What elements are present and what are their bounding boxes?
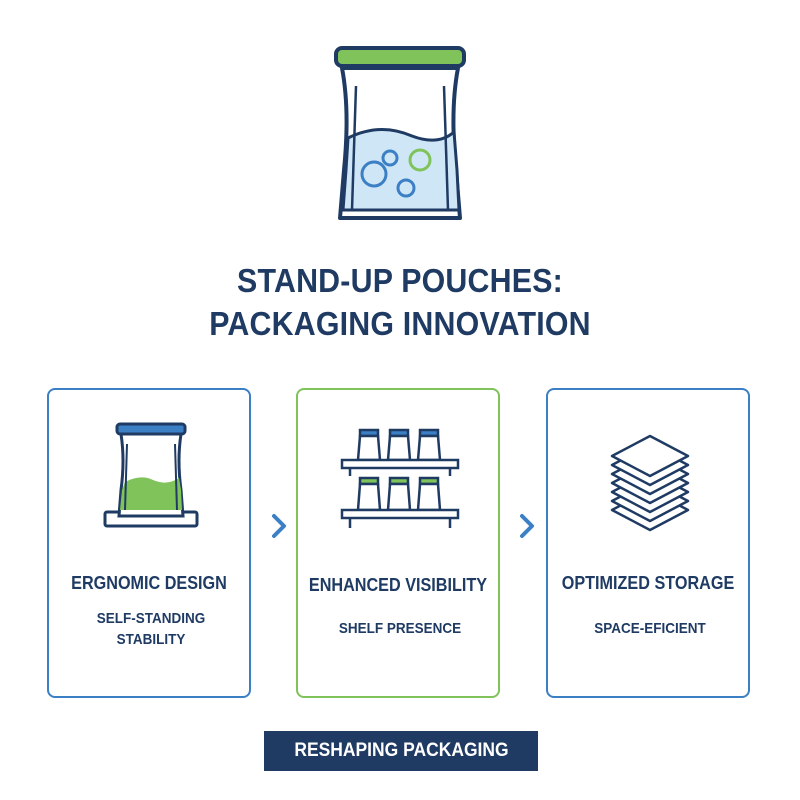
card-title: OPTIMIZED STORAGE	[561, 573, 735, 593]
footer-banner: RESHAPING PACKAGING	[264, 731, 538, 771]
stack-layer	[610, 434, 690, 478]
pouch-on-stand-icon	[103, 422, 199, 528]
card-title: ERGNOMIC DESIGN	[71, 573, 227, 593]
stacked-pouches-icon	[610, 434, 690, 532]
stand-up-pouch-with-liquid-icon	[334, 46, 466, 220]
card-optimized-storage: OPTIMIZED STORAGE SPACE-EFICIENT	[546, 388, 750, 698]
card-title: ENHANCED VISIBILITY	[308, 575, 488, 595]
store-shelf-icon	[340, 428, 460, 528]
card-subtitle: SELF-STANDING STABILITY	[68, 608, 234, 650]
card-subtitle: SHELF PRESENCE	[338, 620, 462, 637]
card-subtitle-line-1: SELF-STANDING	[96, 610, 206, 627]
card-subtitle: SPACE-EFICIENT	[594, 620, 706, 637]
chevron-right-icon	[520, 514, 534, 538]
footer-label: RESHAPING PACKAGING	[293, 740, 509, 761]
page-title-line-2: PACKAGING INNOVATION	[209, 305, 591, 342]
chevron-right-icon	[272, 514, 286, 538]
card-ergonomic-design: ERGNOMIC DESIGN SELF-STANDING STABILITY	[47, 388, 251, 698]
page-title-line-1: STAND-UP POUCHES:	[237, 262, 563, 299]
card-subtitle-line-2: STABILITY	[116, 631, 186, 648]
card-enhanced-visibility: ENHANCED VISIBILITY SHELF PRESENCE	[296, 388, 500, 698]
